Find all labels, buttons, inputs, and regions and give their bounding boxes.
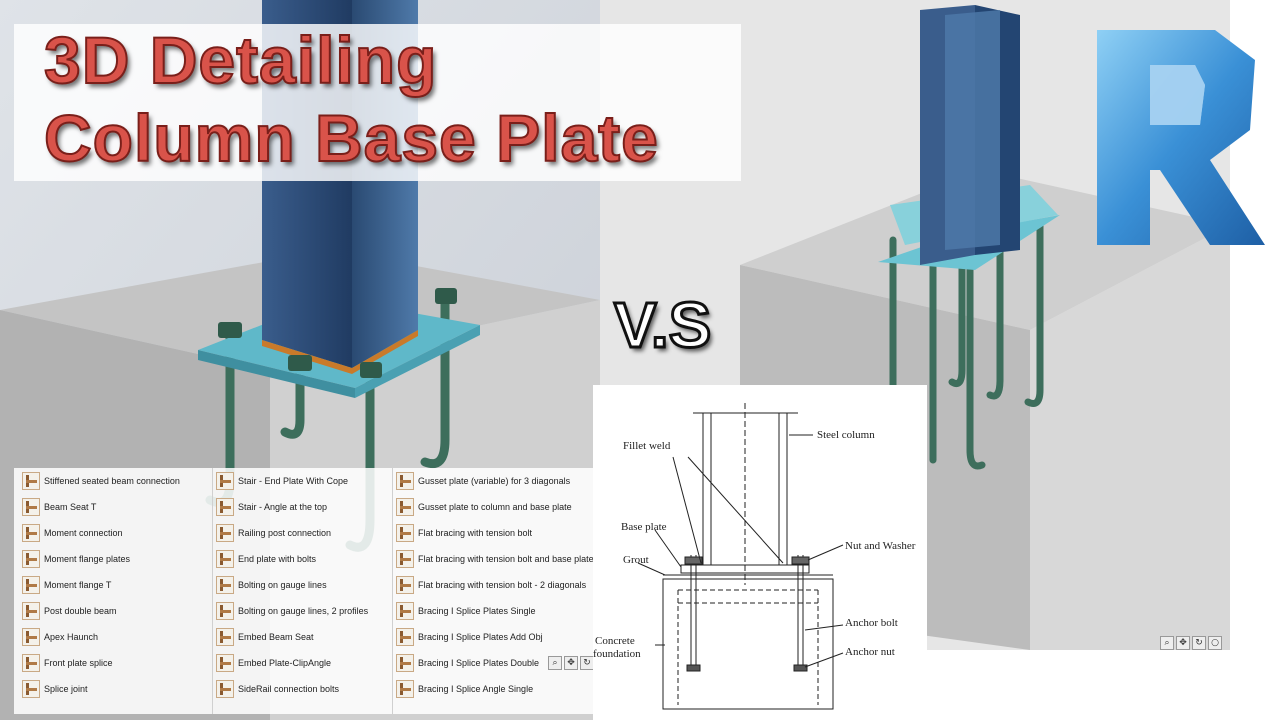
label-nut-washer: Nut and Washer <box>845 540 916 552</box>
orbit-icon[interactable]: ○ <box>1208 636 1222 650</box>
label-steel-column: Steel column <box>817 429 875 441</box>
list-item[interactable]: Beam Seat T <box>22 494 207 520</box>
connection-icon <box>216 680 234 698</box>
label-concrete: Concrete <box>595 635 635 647</box>
title-line-2: Column Base Plate <box>43 100 659 176</box>
right-steel-column <box>920 5 1020 265</box>
macro-column-3: Gusset plate (variable) for 3 diagonals … <box>396 468 594 702</box>
list-item[interactable]: Bracing I Splice Plates Single <box>396 598 592 624</box>
label-anchor-bolt: Anchor bolt <box>845 617 898 629</box>
list-item[interactable]: Flat bracing with tension bolt <box>396 520 592 546</box>
list-item[interactable]: End plate with bolts <box>216 546 391 572</box>
list-item[interactable]: Bracing I Splice Plates Double <box>396 650 592 676</box>
connection-icon <box>22 628 40 646</box>
list-item[interactable]: Bolting on gauge lines <box>216 572 391 598</box>
revit-logo <box>1097 30 1265 245</box>
label-base-plate: Base plate <box>621 521 667 533</box>
connection-icon <box>22 680 40 698</box>
connection-icon <box>22 654 40 672</box>
list-item[interactable]: Gusset plate to column and base plate <box>396 494 592 520</box>
list-item[interactable]: Stair - Angle at the top <box>216 494 391 520</box>
connection-icon <box>216 524 234 542</box>
connection-icon <box>396 680 414 698</box>
connection-icon <box>22 472 40 490</box>
list-item[interactable]: SideRail connection bolts <box>216 676 391 702</box>
connection-icon <box>396 498 414 516</box>
label-foundation: foundation <box>593 648 641 660</box>
connection-macro-list: Stiffened seated beam connection Beam Se… <box>14 468 594 714</box>
connection-icon <box>396 602 414 620</box>
zoom-icon[interactable]: ⌕ <box>548 656 562 670</box>
connection-icon <box>396 654 414 672</box>
label-grout: Grout <box>623 554 649 566</box>
list-item[interactable]: Embed Plate-ClipAngle <box>216 650 391 676</box>
connection-icon <box>396 550 414 568</box>
connection-icon <box>22 602 40 620</box>
list-item[interactable]: Moment connection <box>22 520 207 546</box>
connection-icon <box>396 628 414 646</box>
left-nuts <box>218 288 457 378</box>
pan-icon[interactable]: ✥ <box>564 656 578 670</box>
viewport-nav-left: ⌕ ✥ ↻ <box>548 656 594 670</box>
connection-icon <box>216 628 234 646</box>
list-item[interactable]: Front plate splice <box>22 650 207 676</box>
connection-icon <box>216 602 234 620</box>
zoom-icon[interactable]: ⌕ <box>1160 636 1174 650</box>
connection-icon <box>216 550 234 568</box>
diagram-drawing <box>637 403 844 710</box>
base-plate-diagram: Fillet weld Steel column Base plate Grou… <box>593 385 927 720</box>
column-divider <box>212 468 213 714</box>
list-item[interactable]: Moment flange T <box>22 572 207 598</box>
list-item[interactable]: Splice joint <box>22 676 207 702</box>
title-line-1: 3D Detailing <box>43 22 438 98</box>
list-item[interactable]: Flat bracing with tension bolt - 2 diago… <box>396 572 592 598</box>
vs-label: V.S <box>612 288 712 363</box>
list-item[interactable]: Bracing I Splice Angle Single <box>396 676 592 702</box>
connection-icon <box>22 576 40 594</box>
list-item[interactable]: Bracing I Splice Plates Add Obj <box>396 624 592 650</box>
list-item[interactable]: Stiffened seated beam connection <box>22 468 207 494</box>
column-divider <box>392 468 393 714</box>
label-fillet-weld: Fillet weld <box>623 440 671 452</box>
list-item[interactable]: Gusset plate (variable) for 3 diagonals <box>396 468 592 494</box>
macro-column-1: Stiffened seated beam connection Beam Se… <box>22 468 207 702</box>
list-item[interactable]: Embed Beam Seat <box>216 624 391 650</box>
list-item[interactable]: Post double beam <box>22 598 207 624</box>
macro-column-2: Stair - End Plate With Cope Stair - Angl… <box>216 468 391 702</box>
title-backdrop <box>14 24 741 181</box>
connection-icon <box>396 472 414 490</box>
connection-icon <box>22 524 40 542</box>
pan-icon[interactable]: ✥ <box>1176 636 1190 650</box>
connection-icon <box>22 498 40 516</box>
list-item[interactable]: Flat bracing with tension bolt and base … <box>396 546 594 572</box>
connection-icon <box>216 498 234 516</box>
list-item[interactable]: Bolting on gauge lines, 2 profiles <box>216 598 391 624</box>
list-item[interactable]: Stair - End Plate With Cope <box>216 468 391 494</box>
connection-icon <box>216 472 234 490</box>
list-item[interactable]: Moment flange plates <box>22 546 207 572</box>
list-item[interactable]: Railing post connection <box>216 520 391 546</box>
rotate-icon[interactable]: ↻ <box>580 656 594 670</box>
list-item[interactable]: Apex Haunch <box>22 624 207 650</box>
connection-icon <box>22 550 40 568</box>
label-anchor-nut: Anchor nut <box>845 646 895 658</box>
connection-icon <box>216 576 234 594</box>
connection-icon <box>396 576 414 594</box>
connection-icon <box>216 654 234 672</box>
rotate-icon[interactable]: ↻ <box>1192 636 1206 650</box>
viewport-nav-right: ⌕ ✥ ↻ ○ <box>1160 636 1222 650</box>
connection-icon <box>396 524 414 542</box>
